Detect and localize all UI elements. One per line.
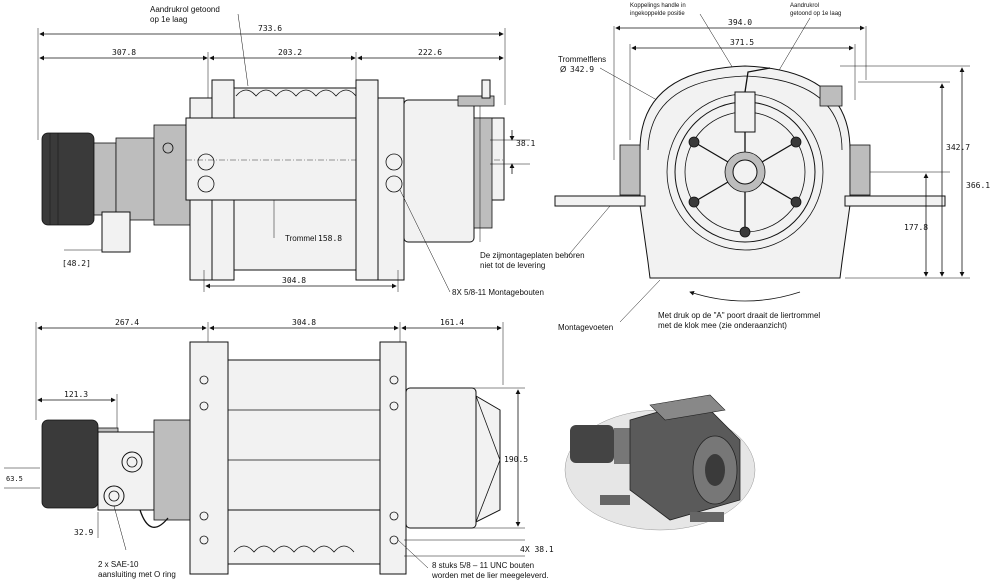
dim-bolt-offset: 38.1 [516, 139, 535, 148]
ports-label-1: 2 x SAE-10 [98, 560, 139, 569]
bolts-note-1: 8 stuks 5/8 – 11 UNC bouten [432, 561, 534, 570]
dim-motor-len: 121.3 [64, 390, 88, 399]
dim-width: 394.0 [728, 18, 752, 27]
drum-label: Trommel [285, 234, 316, 243]
flange-dia-symbol: Ø [560, 65, 566, 74]
dim-drum-span: 203.2 [278, 48, 302, 57]
dim-height-2: 366.1 [966, 181, 990, 190]
bolts-note-2: worden met de lier meegeleverd. [431, 571, 549, 580]
roller-label-1: Aandrukrol getoond [150, 5, 220, 14]
dim-right: 222.6 [418, 48, 442, 57]
dim-drum: 158.8 [318, 234, 342, 243]
roller-label-2: op 1e laag [150, 15, 187, 24]
plates-label-2: niet tot de levering [480, 261, 545, 270]
dim-center: 177.8 [904, 223, 928, 232]
dim-bottom-center: 304.8 [292, 318, 316, 327]
dim-flange-dia: 342.9 [570, 65, 594, 74]
side-roller-label-1: Aandrukrol [790, 3, 819, 9]
rotation-label-1: Met druk op de "A" poort draait de liert… [658, 311, 820, 320]
dim-bolt-spacing: 4X 38.1 [520, 545, 554, 554]
dim-motor-offset: [48.2] [62, 259, 91, 268]
plates-label-1: De zijmontageplaten behoren [480, 251, 585, 260]
handle-label-2: ingekoppelde positie [630, 11, 685, 17]
isometric-winch-image [564, 394, 756, 531]
bolts-label: 8X 5/8-11 Montagebouten [452, 288, 544, 297]
ports-label-2: aansluiting met O ring [98, 570, 176, 579]
rotation-label-2: met de klok mee (zie onderaanzicht) [658, 321, 787, 330]
top-view: 733.6 307.8 203.2 222.6 Aandrukrol getoo… [37, 5, 544, 297]
dim-bottom-left: 267.4 [115, 318, 139, 327]
dim-left: 307.8 [112, 48, 136, 57]
handle-label-1: Koppelings handle in [630, 3, 686, 9]
bottom-view: 267.4 304.8 161.4 121.3 [4, 318, 554, 580]
dim-overall: 733.6 [258, 24, 282, 33]
dim-port-offset: 32.9 [74, 528, 93, 537]
side-roller-label-2: getoond op 1e laag [790, 11, 841, 17]
side-view: 394.0 371.5 Koppelings handle in ingekop… [480, 3, 990, 332]
dim-inner-width: 371.5 [730, 38, 754, 47]
feet-label: Montagevoeten [558, 323, 613, 332]
dim-foot: 304.8 [282, 276, 306, 285]
flange-label: Trommelflens [558, 55, 606, 64]
dim-port-height: 63.5 [6, 475, 23, 483]
dim-height-1: 342.7 [946, 143, 970, 152]
brake-housing [403, 79, 495, 243]
hydraulic-motor [41, 124, 191, 253]
dim-flange-height: 190.5 [504, 455, 528, 464]
dim-bottom-right: 161.4 [440, 318, 464, 327]
